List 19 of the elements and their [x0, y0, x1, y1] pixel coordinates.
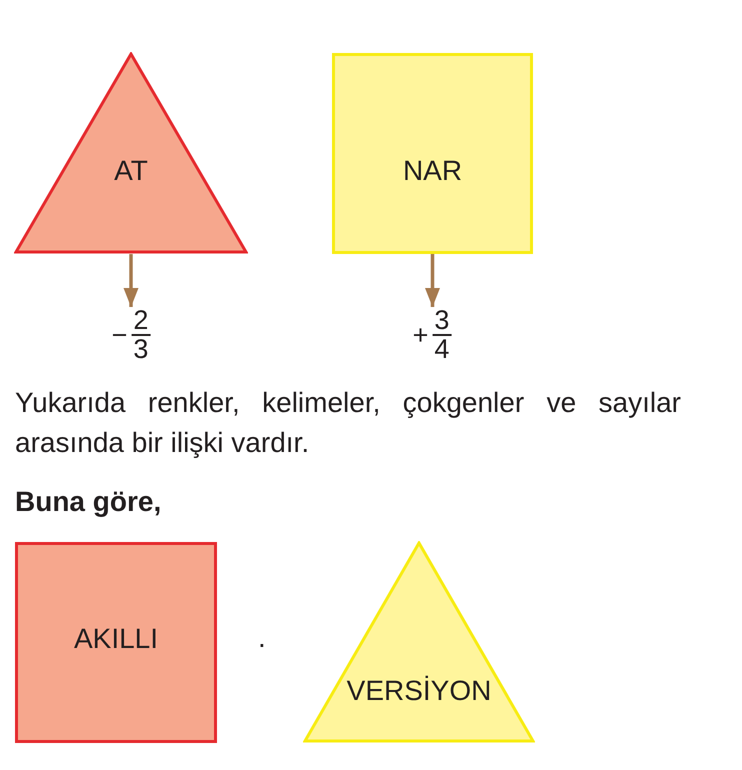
denominator: 4 — [433, 336, 450, 363]
numerator: 2 — [132, 307, 150, 334]
arrow — [425, 254, 440, 307]
sign: − — [112, 322, 128, 348]
shape-word: NAR — [402, 157, 462, 185]
square-shape — [332, 53, 533, 254]
paragraph: Yukarıda renkler, kelimeler, çokgenler ve sayılar arasında bir ilişki vardır. — [15, 386, 681, 460]
question-lead-in: Buna göre, — [15, 485, 162, 519]
shape-word: AKILLI — [74, 625, 158, 653]
square-shape — [15, 542, 217, 743]
shape-word: VERSİYON — [346, 677, 492, 705]
punctuation-mark: . — [258, 624, 266, 652]
triangle-shape — [303, 541, 535, 743]
numerator: 3 — [433, 307, 450, 334]
denominator: 3 — [132, 336, 150, 363]
arrow — [124, 254, 138, 307]
sign: + — [412, 322, 428, 348]
shape-word: AT — [114, 157, 148, 185]
triangle-shape — [14, 52, 248, 254]
